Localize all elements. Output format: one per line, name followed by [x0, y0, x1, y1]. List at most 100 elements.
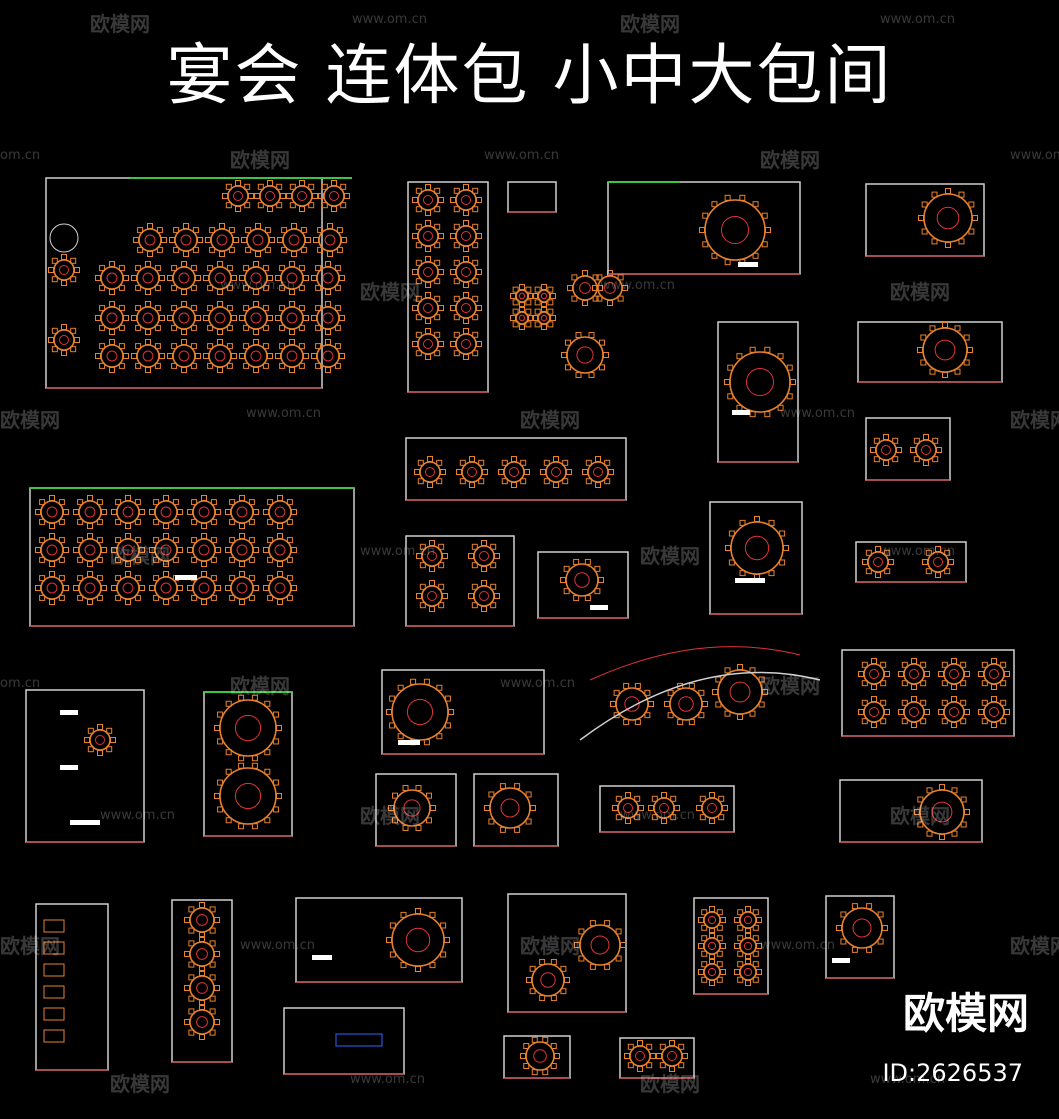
chair — [125, 495, 131, 501]
chair — [617, 295, 624, 302]
chair — [412, 269, 418, 275]
chair — [61, 254, 67, 260]
chair — [139, 547, 145, 553]
chair — [938, 709, 944, 715]
chair — [177, 509, 183, 515]
table-center — [196, 948, 208, 960]
chair — [453, 295, 460, 302]
chair — [272, 806, 279, 813]
chair — [415, 278, 422, 285]
chair — [444, 937, 450, 943]
chair — [737, 664, 743, 670]
chair — [562, 478, 569, 485]
booth-table — [43, 941, 65, 955]
table-center — [178, 272, 190, 284]
chair — [836, 925, 842, 931]
chair — [715, 701, 722, 708]
watermark-url: www.om.cn — [350, 1072, 425, 1087]
chair — [303, 275, 309, 281]
table-center — [624, 696, 640, 712]
chair — [709, 792, 715, 798]
table-center — [122, 582, 134, 594]
chair — [239, 523, 245, 529]
chair — [960, 699, 967, 706]
chair — [444, 695, 451, 702]
chair — [415, 314, 422, 321]
chair — [300, 246, 307, 253]
chair — [481, 540, 487, 546]
chair — [191, 499, 198, 506]
chair — [172, 499, 179, 506]
chair — [960, 796, 967, 803]
chair — [442, 593, 448, 599]
chair — [589, 920, 596, 927]
chair — [761, 212, 768, 219]
chair — [476, 305, 482, 311]
chair — [253, 339, 259, 345]
table-center — [423, 303, 433, 313]
chair — [412, 341, 418, 347]
chair — [754, 516, 760, 522]
chair — [201, 599, 207, 605]
chair — [438, 562, 445, 569]
chair — [588, 332, 595, 339]
chair — [239, 495, 245, 501]
table-center — [236, 544, 248, 556]
chair — [702, 701, 708, 707]
chair — [87, 571, 93, 577]
chair — [87, 495, 93, 501]
chair — [964, 709, 970, 715]
chair — [678, 1043, 685, 1050]
table-center — [461, 231, 471, 241]
chair — [758, 676, 765, 683]
chair — [709, 958, 715, 964]
chair — [438, 543, 445, 550]
chair — [883, 460, 889, 466]
table-center — [533, 1049, 547, 1063]
chair — [225, 700, 232, 707]
table-center — [214, 350, 226, 362]
table-center — [427, 591, 437, 601]
chair — [217, 779, 224, 786]
chair — [924, 709, 930, 715]
chair — [709, 906, 715, 912]
chair — [317, 246, 324, 253]
room-wall — [709, 501, 803, 615]
chair — [991, 722, 997, 728]
chair — [529, 988, 536, 995]
chair — [582, 270, 588, 276]
chair — [720, 917, 726, 923]
chair — [145, 301, 151, 307]
chair — [257, 183, 264, 190]
table-center — [576, 346, 594, 364]
chair — [109, 367, 115, 373]
chair — [991, 696, 997, 702]
chair — [453, 206, 460, 213]
chair — [334, 343, 341, 350]
chair — [197, 237, 203, 243]
chair — [251, 823, 258, 830]
chair — [402, 824, 409, 831]
chair — [525, 308, 532, 315]
chair — [291, 509, 297, 515]
chair — [74, 337, 80, 343]
room-wall — [171, 899, 233, 1063]
chair — [139, 585, 145, 591]
chair — [39, 594, 46, 601]
chair — [209, 995, 216, 1002]
chair — [471, 602, 478, 609]
round-table — [841, 907, 883, 949]
chair — [911, 684, 917, 690]
chair — [267, 556, 274, 563]
chair — [264, 768, 271, 775]
table-center — [707, 967, 717, 977]
chair — [137, 246, 144, 253]
chair — [243, 265, 250, 272]
chair — [779, 530, 786, 537]
chair — [519, 306, 525, 312]
chair — [215, 509, 221, 515]
chair — [450, 233, 456, 239]
table-center — [180, 234, 192, 246]
chair — [417, 478, 424, 485]
chair — [267, 575, 274, 582]
